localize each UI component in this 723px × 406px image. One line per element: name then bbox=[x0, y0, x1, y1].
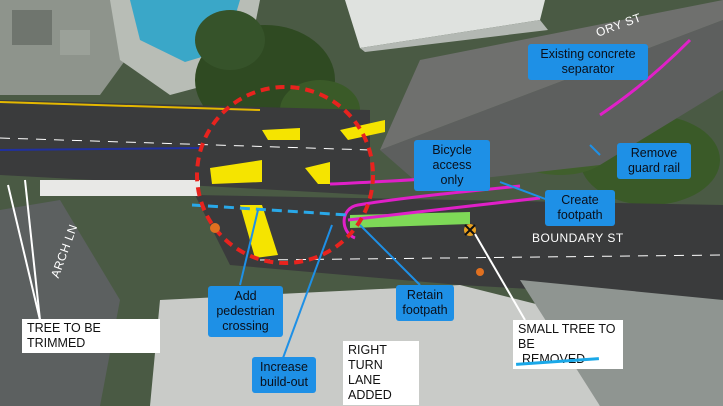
building-top-left bbox=[0, 0, 140, 95]
note-right-turn-lane-added: RIGHT TURN LANE ADDED bbox=[343, 341, 419, 405]
callout-retain-footpath: Retain footpath bbox=[396, 285, 454, 321]
note-right-turn-line2: LANE ADDED bbox=[348, 373, 392, 402]
callout-add-pedestrian-crossing: Add pedestrian crossing bbox=[208, 286, 283, 337]
callout-remove-guard-rail: Remove guard rail bbox=[617, 143, 691, 179]
roundabout-highlight-circle bbox=[195, 85, 375, 265]
note-right-turn-line1: RIGHT TURN bbox=[348, 343, 387, 372]
callout-bicycle-access-only: Bicycle access only bbox=[414, 140, 490, 191]
yellow-islands bbox=[210, 120, 385, 258]
note-leaders bbox=[7, 179, 526, 321]
note-small-tree-line2: REMOVED bbox=[518, 352, 618, 367]
pedestrian-crossing-line bbox=[191, 203, 349, 217]
tree-marker-left bbox=[210, 223, 220, 233]
callout-increase-build-out: Increase build-out bbox=[252, 357, 316, 393]
note-tree-to-be-trimmed: TREE TO BE TRIMMED bbox=[22, 319, 160, 353]
tree-removal-marker bbox=[464, 224, 476, 236]
callout-create-footpath: Create footpath bbox=[545, 190, 615, 226]
tree-marker-right bbox=[476, 268, 484, 276]
callout-existing-concrete-separator: Existing concrete separator bbox=[528, 44, 648, 80]
building-top-right bbox=[345, 0, 548, 52]
white-footway bbox=[40, 180, 200, 196]
note-small-tree-line1: SMALL TREE TO BE bbox=[518, 322, 616, 351]
street-label-boundary-st: BOUNDARY ST bbox=[532, 231, 624, 245]
main-road-west bbox=[0, 100, 371, 195]
note-small-tree-line2-text: REMOVED bbox=[522, 352, 586, 366]
note-small-tree-removed: SMALL TREE TO BE REMOVED bbox=[513, 320, 623, 369]
callout-leaders bbox=[239, 144, 601, 359]
